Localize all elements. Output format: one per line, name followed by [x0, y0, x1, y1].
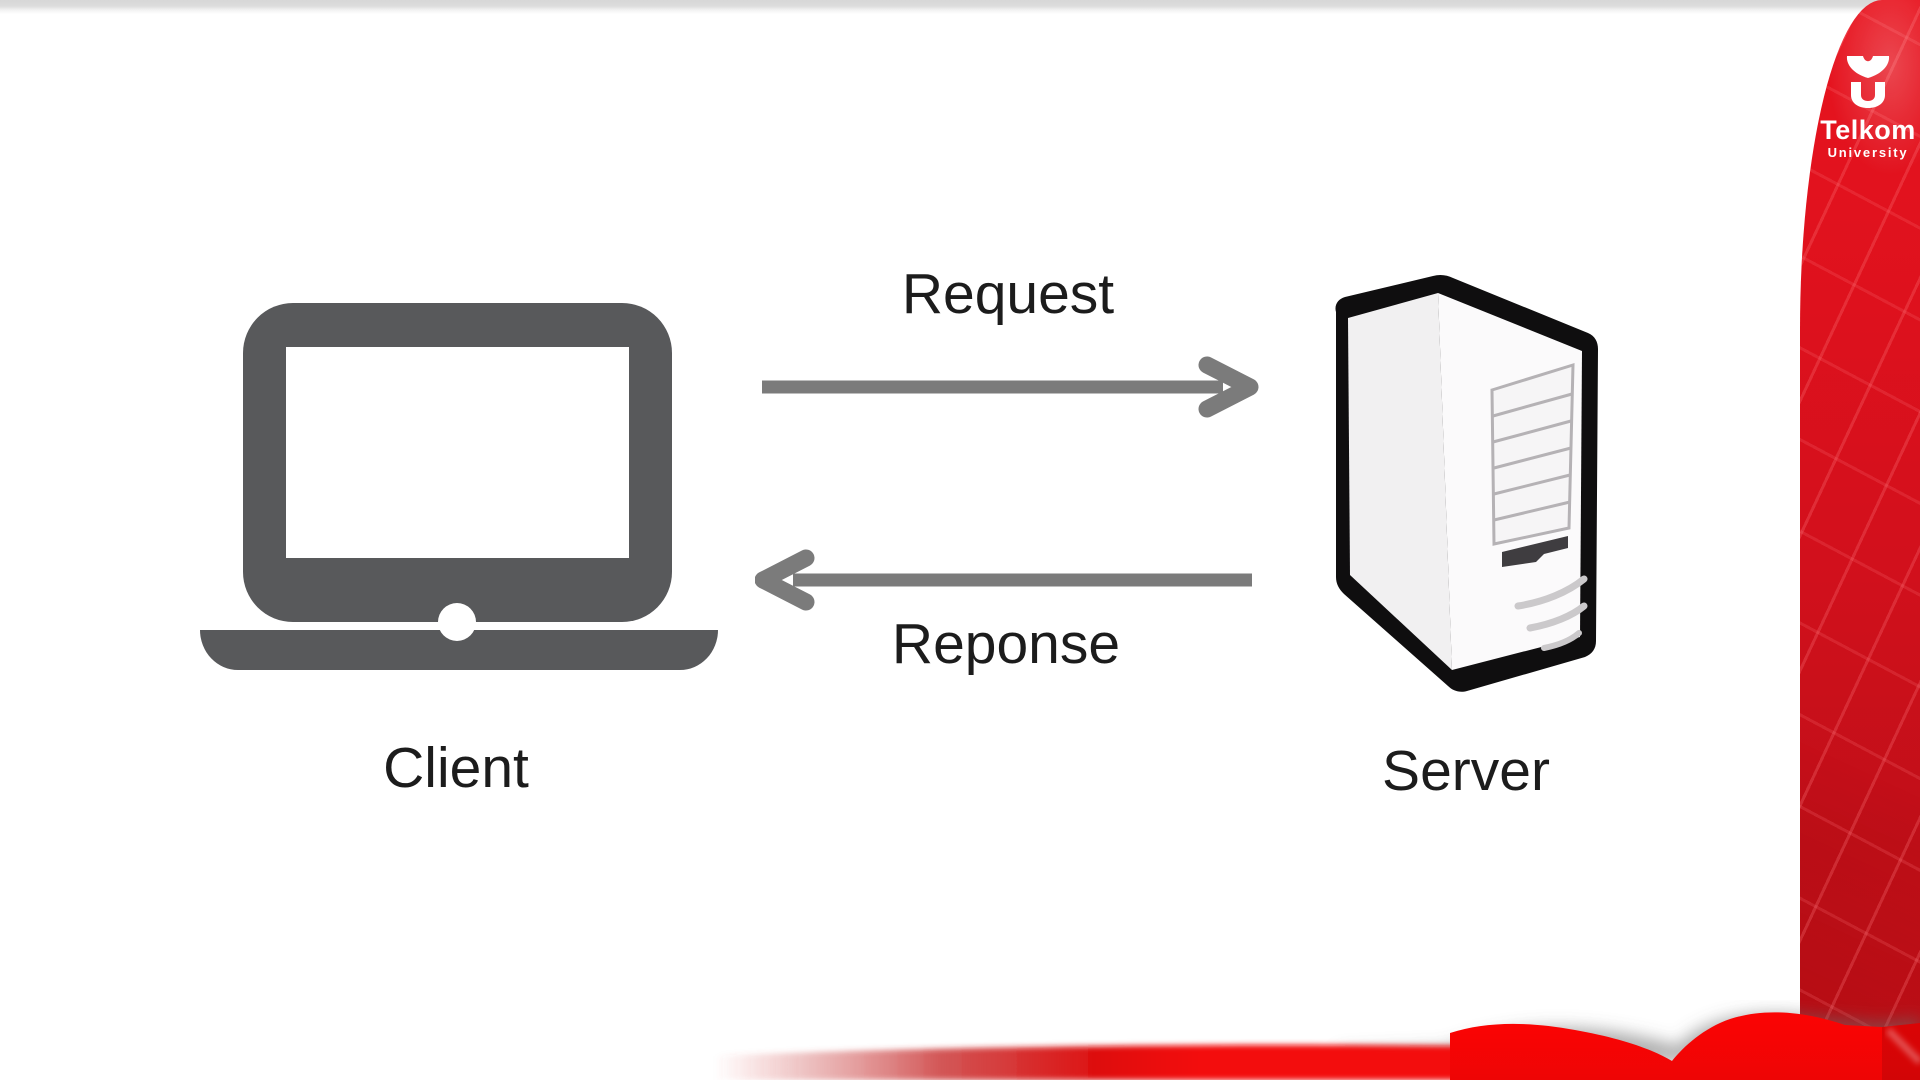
server-swoosh-1 [1514, 575, 1588, 610]
server-tower-icon [1335, 274, 1598, 692]
bay-line-3 [1493, 446, 1572, 470]
laptop-screen [286, 347, 629, 558]
brand-subname: University [1827, 145, 1909, 160]
brand-name: Telkom [1820, 115, 1916, 145]
response-arrow-head [755, 549, 815, 611]
book-left-lobe [1450, 1023, 1672, 1080]
response-label: Reponse [891, 612, 1121, 676]
arrow-right-icon [762, 356, 1259, 418]
request-label: Request [901, 262, 1115, 326]
bay-line-4 [1493, 473, 1571, 496]
bay-line-5 [1493, 500, 1571, 522]
server-label: Server [1382, 739, 1550, 803]
ribbon-band [715, 1044, 1470, 1080]
arrow-left-icon [755, 549, 1252, 611]
bay-line-1 [1492, 392, 1573, 418]
laptop-icon [200, 303, 718, 670]
client-label: Client [383, 736, 529, 800]
brand-sidebar: Telkom University [1800, 0, 1920, 1080]
request-arrow-head [1198, 356, 1259, 418]
server-drive-slot [1502, 536, 1568, 567]
telkom-logo-icon [1846, 56, 1890, 108]
server-swoosh-3 [1541, 630, 1582, 651]
server-swoosh-2 [1526, 602, 1588, 632]
book-right-lobe [1672, 1012, 1920, 1080]
bay-line-2 [1492, 419, 1572, 444]
telkom-university-logo: Telkom University [1800, 54, 1920, 160]
top-edge-strip [0, 0, 1920, 14]
laptop-webcam-dot [438, 603, 476, 641]
bottom-ribbon-decoration [715, 1012, 1920, 1080]
server-side-face [1348, 293, 1452, 670]
sidebar-texture [1800, 0, 1920, 1080]
book-right-sheen [1885, 1027, 1920, 1065]
